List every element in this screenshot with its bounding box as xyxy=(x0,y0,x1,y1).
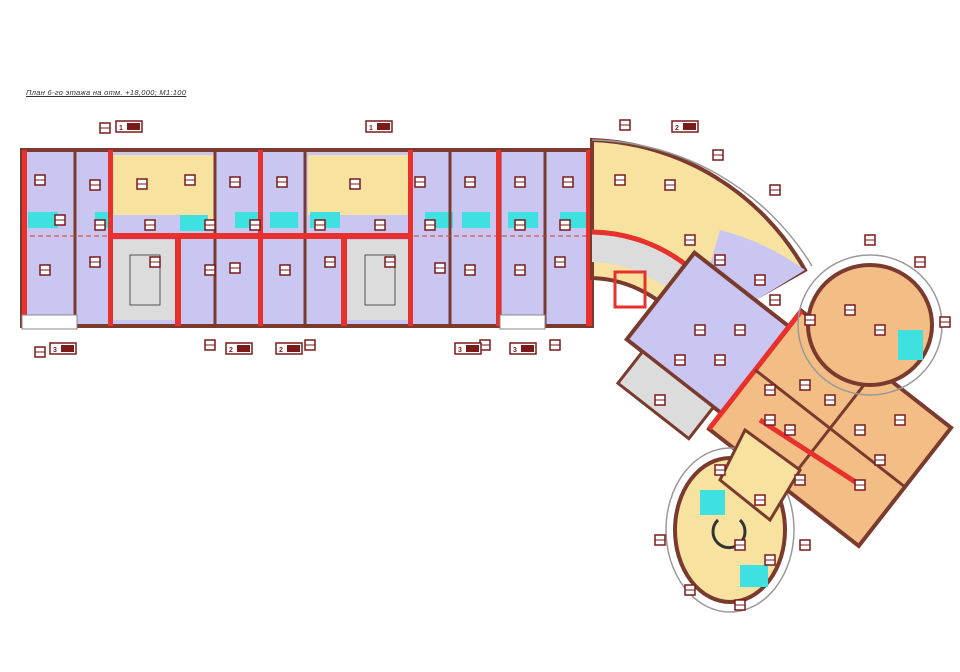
apartment-type-number: 2 xyxy=(675,125,679,132)
straight-block xyxy=(20,148,594,330)
apartment-type-number: 2 xyxy=(279,347,283,354)
apartment-type-number: 3 xyxy=(513,347,517,354)
plan-title: План 6-го этажа на отм. +18,000; М1:100 xyxy=(26,88,187,97)
apartment-type-number: 1 xyxy=(119,125,123,132)
apartment-tags: 1 1 2 3 2 2 3 3 xyxy=(49,120,699,355)
apartment-type-number: 2 xyxy=(229,347,233,354)
diagonal-wing xyxy=(615,249,954,549)
apartment-type-number: 3 xyxy=(458,347,462,354)
room-tags xyxy=(34,119,951,611)
apartment-type-number: 3 xyxy=(53,347,57,354)
apartment-type-number: 1 xyxy=(369,125,373,132)
round-bay-east xyxy=(806,263,934,387)
